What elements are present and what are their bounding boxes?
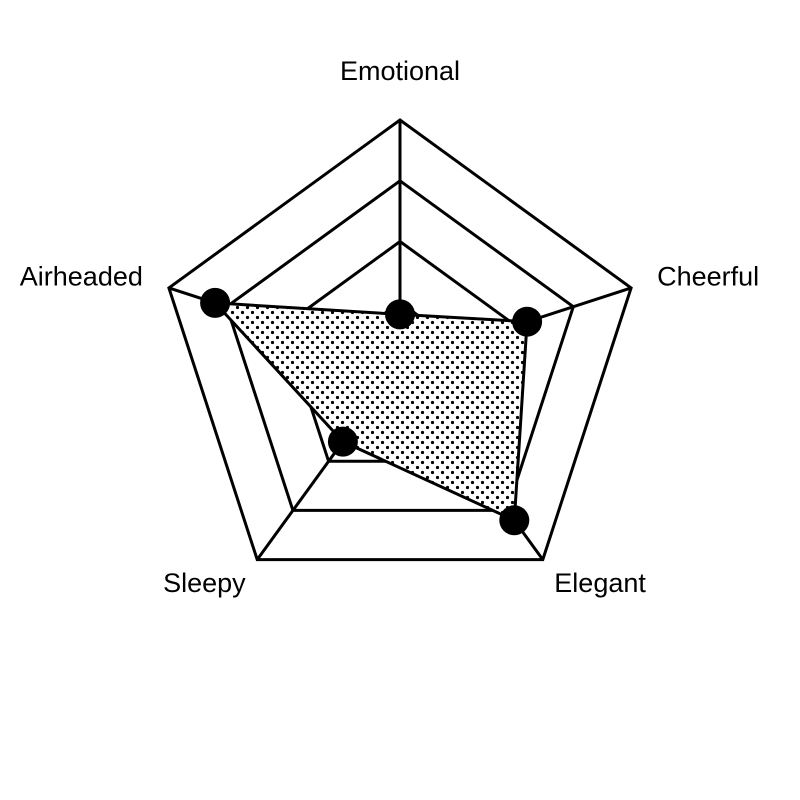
series-area xyxy=(211,301,529,523)
point-cheerful xyxy=(512,306,543,337)
grid-ring-3 xyxy=(224,178,576,512)
point-sleepy xyxy=(327,426,358,457)
point-emotional xyxy=(385,299,415,330)
radar-series xyxy=(200,287,543,536)
point-airheaded xyxy=(200,287,231,318)
axis-label-airheaded: Airheaded xyxy=(20,262,143,292)
axis-label-cheerful: Cheerful xyxy=(657,262,759,292)
axis-label-elegant: Elegant xyxy=(554,568,646,598)
grid-ring-4 xyxy=(167,118,633,562)
axis-label-sleepy: Sleepy xyxy=(163,568,246,598)
axis-label-emotional: Emotional xyxy=(340,56,460,86)
point-elegant xyxy=(499,505,530,536)
